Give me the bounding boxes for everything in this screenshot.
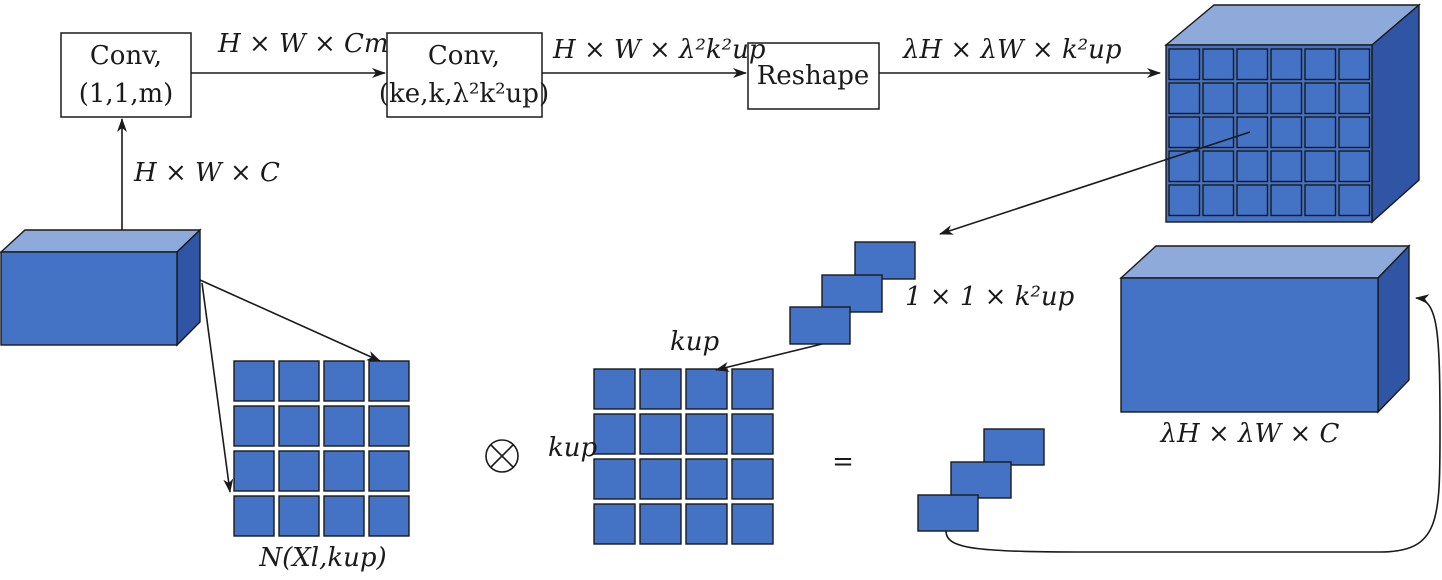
kernel-slice-label: 1 × 1 × k²up [905, 282, 1075, 312]
kernel-volume [1164, 3, 1421, 224]
kernel-height-label: kup [548, 433, 598, 463]
neighborhood-cell [323, 450, 365, 492]
conv2-node: Conv, (ke,k,λ²k²up) [379, 32, 549, 118]
kernel-cell [731, 368, 774, 410]
kernel-volume-cell [1338, 116, 1371, 149]
kernel-volume-cell [1270, 184, 1303, 217]
kernel-volume-cell [1236, 48, 1269, 81]
kernel-slice-stack [789, 241, 916, 345]
neighborhood-cell [323, 495, 365, 537]
neighborhood-cell [233, 495, 275, 537]
kernel-cell [731, 413, 774, 455]
neighborhood-cell [368, 405, 410, 447]
kernel-cell [731, 503, 774, 545]
kernel-volume-cell [1304, 184, 1337, 217]
neighborhood-cell [233, 360, 275, 402]
kernel-cell [685, 368, 728, 410]
kernel-volume-cell [1304, 116, 1337, 149]
kernel-volume-cell [1236, 150, 1269, 183]
output-label: λH × λW × C [1160, 419, 1340, 449]
kernel-volume-cell [1202, 48, 1235, 81]
kernel-volume-cell [1236, 82, 1269, 115]
kernel-volume-cell [1338, 82, 1371, 115]
neighborhood-cell [368, 360, 410, 402]
kernel-volume-cell [1270, 82, 1303, 115]
kernel-volume-cell [1338, 184, 1371, 217]
neighborhood-cell [233, 450, 275, 492]
kernel-cell [685, 503, 728, 545]
conv1-node: Conv, (1,1,m) [60, 32, 192, 118]
conv1-line2: (1,1,m) [79, 79, 174, 109]
input-feature-block [0, 228, 202, 347]
kernel-volume-cell [1202, 82, 1235, 115]
output-feature-block [1119, 244, 1411, 414]
conv2-line1: Conv, [428, 41, 500, 71]
reshape-node: Reshape [747, 42, 880, 110]
neighborhood-cell [278, 450, 320, 492]
kernel-volume-cell [1270, 48, 1303, 81]
arrow-result-output [945, 294, 1441, 553]
kernel-volume-cell [1270, 150, 1303, 183]
kernel-volume-cell [1304, 82, 1337, 115]
kernel-cell [593, 503, 636, 545]
kernel-cell [593, 413, 636, 455]
arrow-input-neighborhood-right [199, 279, 381, 362]
kernel-cell [639, 413, 682, 455]
kernel-volume-grid [1168, 48, 1371, 217]
neighborhood-grid [233, 360, 410, 537]
kernel-grid [593, 368, 774, 545]
neighborhood-cell [323, 360, 365, 402]
neighborhood-cell [233, 405, 275, 447]
kernel-volume-cell [1338, 48, 1371, 81]
neighborhood-cell [323, 405, 365, 447]
kernel-cell [639, 503, 682, 545]
kernel-volume-cell [1304, 48, 1337, 81]
edge-label-input-conv1: H × W × C [133, 158, 280, 188]
arrow-input-neighborhood-down [201, 282, 234, 493]
kernel-cell [593, 458, 636, 500]
neighborhood-label: N(Xl,kup) [258, 543, 386, 573]
kernel-volume-cell [1168, 150, 1201, 183]
neighborhood-cell [368, 450, 410, 492]
kernel-cell [685, 458, 728, 500]
neighborhood-cell [368, 495, 410, 537]
reshape-label: Reshape [757, 61, 870, 91]
neighborhood-cell [278, 360, 320, 402]
arrow-slice-kernel-grid [715, 343, 823, 372]
kernel-volume-cell [1338, 150, 1371, 183]
kernel-volume-cell [1236, 116, 1269, 149]
kernel-volume-cell [1168, 48, 1201, 81]
kernel-cell [593, 368, 636, 410]
kernel-volume-cell [1168, 82, 1201, 115]
conv2-line2: (ke,k,λ²k²up) [379, 79, 549, 109]
kernel-width-label: kup [670, 327, 720, 357]
kernel-volume-cell [1168, 184, 1201, 217]
result-slice-stack [917, 428, 1045, 532]
multiply-operator [485, 439, 519, 473]
edge-label-reshape-kernel: λH × λW × k²up [902, 35, 1122, 65]
kernel-volume-cell [1236, 184, 1269, 217]
kernel-volume-cell [1168, 116, 1201, 149]
neighborhood-cell [278, 495, 320, 537]
edge-label-conv1-conv2: H × W × Cm [217, 29, 389, 59]
conv1-line1: Conv, [90, 41, 162, 71]
edge-label-conv2-reshape: H × W × λ²k²up [552, 35, 766, 65]
kernel-volume-cell [1270, 116, 1303, 149]
arrow-kernel-slice [939, 131, 1251, 235]
equals-operator: = [832, 447, 854, 477]
kernel-volume-cell [1202, 184, 1235, 217]
kernel-cell [639, 458, 682, 500]
kernel-volume-cell [1202, 150, 1235, 183]
kernel-cell [731, 458, 774, 500]
kernel-cell [639, 368, 682, 410]
kernel-cell [685, 413, 728, 455]
kernel-volume-cell [1304, 150, 1337, 183]
neighborhood-cell [278, 405, 320, 447]
